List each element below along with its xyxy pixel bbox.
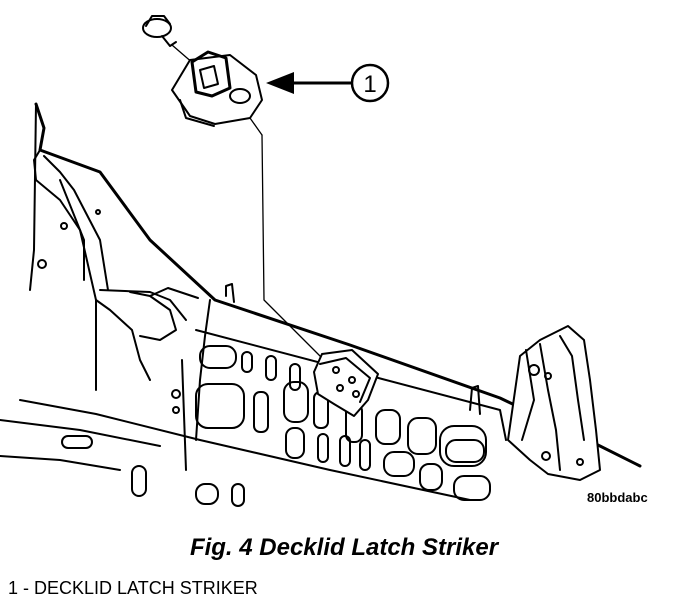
callout-arrow [266,72,354,94]
bolt-part [142,15,195,65]
striker-part [171,50,263,136]
legend-item: 1 - DECKLID LATCH STRIKER [8,578,258,598]
image-code: 80bbdabc [587,490,648,505]
decklid-latch-striker-illustration: 1 [0,15,642,507]
callout-circle [350,63,390,103]
figure-caption: Fig. 4 Decklid Latch Striker [189,534,499,561]
leader-line [261,134,323,359]
rear-body-panel [0,102,642,507]
callout-number: 1 [363,71,376,98]
